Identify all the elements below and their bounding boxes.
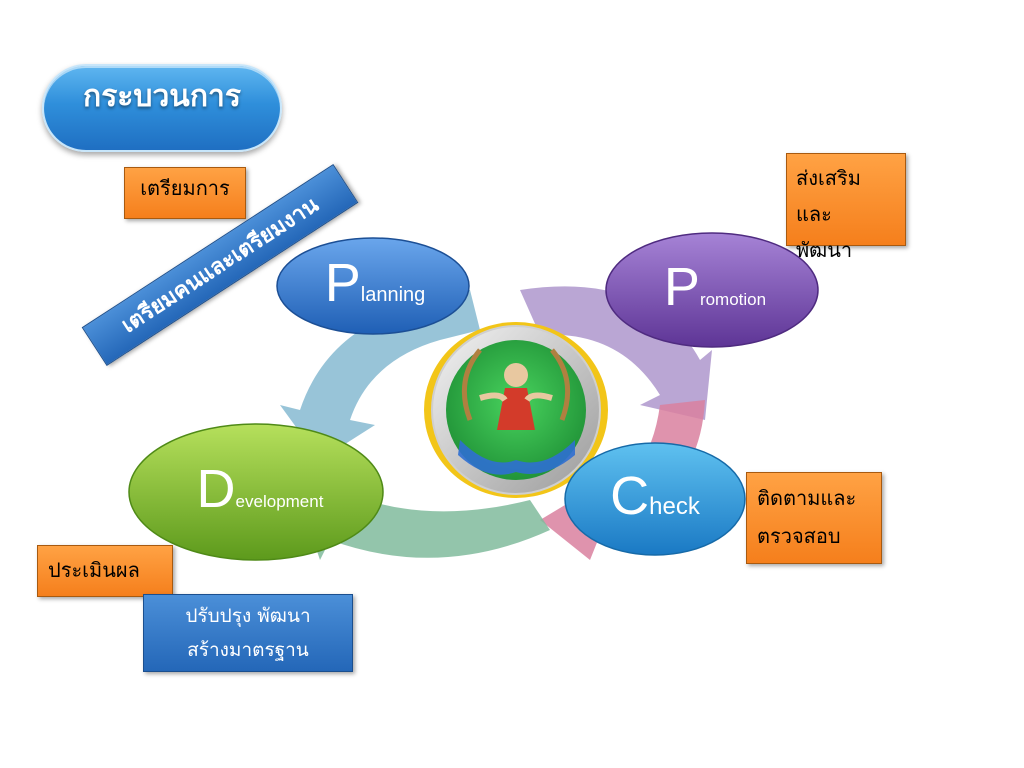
- promotion-label: Promotion: [630, 256, 800, 318]
- improve-line-1: ปรับปรุง พัฒนา: [185, 605, 311, 627]
- check-note-line-1: ติดตามและ: [757, 486, 857, 510]
- promotion-initial: P: [663, 257, 700, 317]
- promote-line-3: พัฒนา: [796, 238, 853, 262]
- development-oval: [128, 423, 384, 561]
- page-title: กระบวนการ: [83, 79, 241, 114]
- improve-line-2: สร้างมาตรฐาน: [187, 639, 309, 661]
- promote-line-1: ส่งเสริม: [796, 166, 861, 190]
- check-note-line-2: ตรวจสอบ: [757, 524, 841, 548]
- development-label: Development: [160, 458, 360, 520]
- check-oval: [564, 442, 746, 556]
- promotion-oval: [605, 232, 819, 348]
- cycle-arrow-blue: [280, 290, 480, 460]
- planning-rest: lanning: [360, 284, 426, 306]
- promote-text: ส่งเสริม และ พัฒนา: [796, 160, 906, 268]
- promotion-rest: romotion: [699, 290, 767, 309]
- promote-box: [786, 153, 906, 246]
- planning-initial: P: [324, 253, 361, 313]
- check-note-box: ติดตามและ ตรวจสอบ: [746, 472, 882, 564]
- check-initial: C: [610, 466, 650, 526]
- planning-label: Planning: [300, 252, 450, 314]
- check-rest: heck: [649, 493, 700, 520]
- planning-oval: [276, 237, 470, 335]
- development-initial: D: [196, 459, 236, 519]
- promote-line-2: และ: [796, 202, 832, 226]
- improve-box: ปรับปรุง พัฒนา สร้างมาตรฐาน: [143, 594, 353, 672]
- cycle-arrow-green: [300, 470, 550, 560]
- title-pill: [42, 64, 282, 152]
- check-label: Check: [585, 465, 725, 527]
- development-rest: evelopment: [235, 492, 324, 511]
- evaluate-box: ประเมินผล: [37, 545, 173, 597]
- prepare-box: เตรียมการ: [124, 167, 246, 219]
